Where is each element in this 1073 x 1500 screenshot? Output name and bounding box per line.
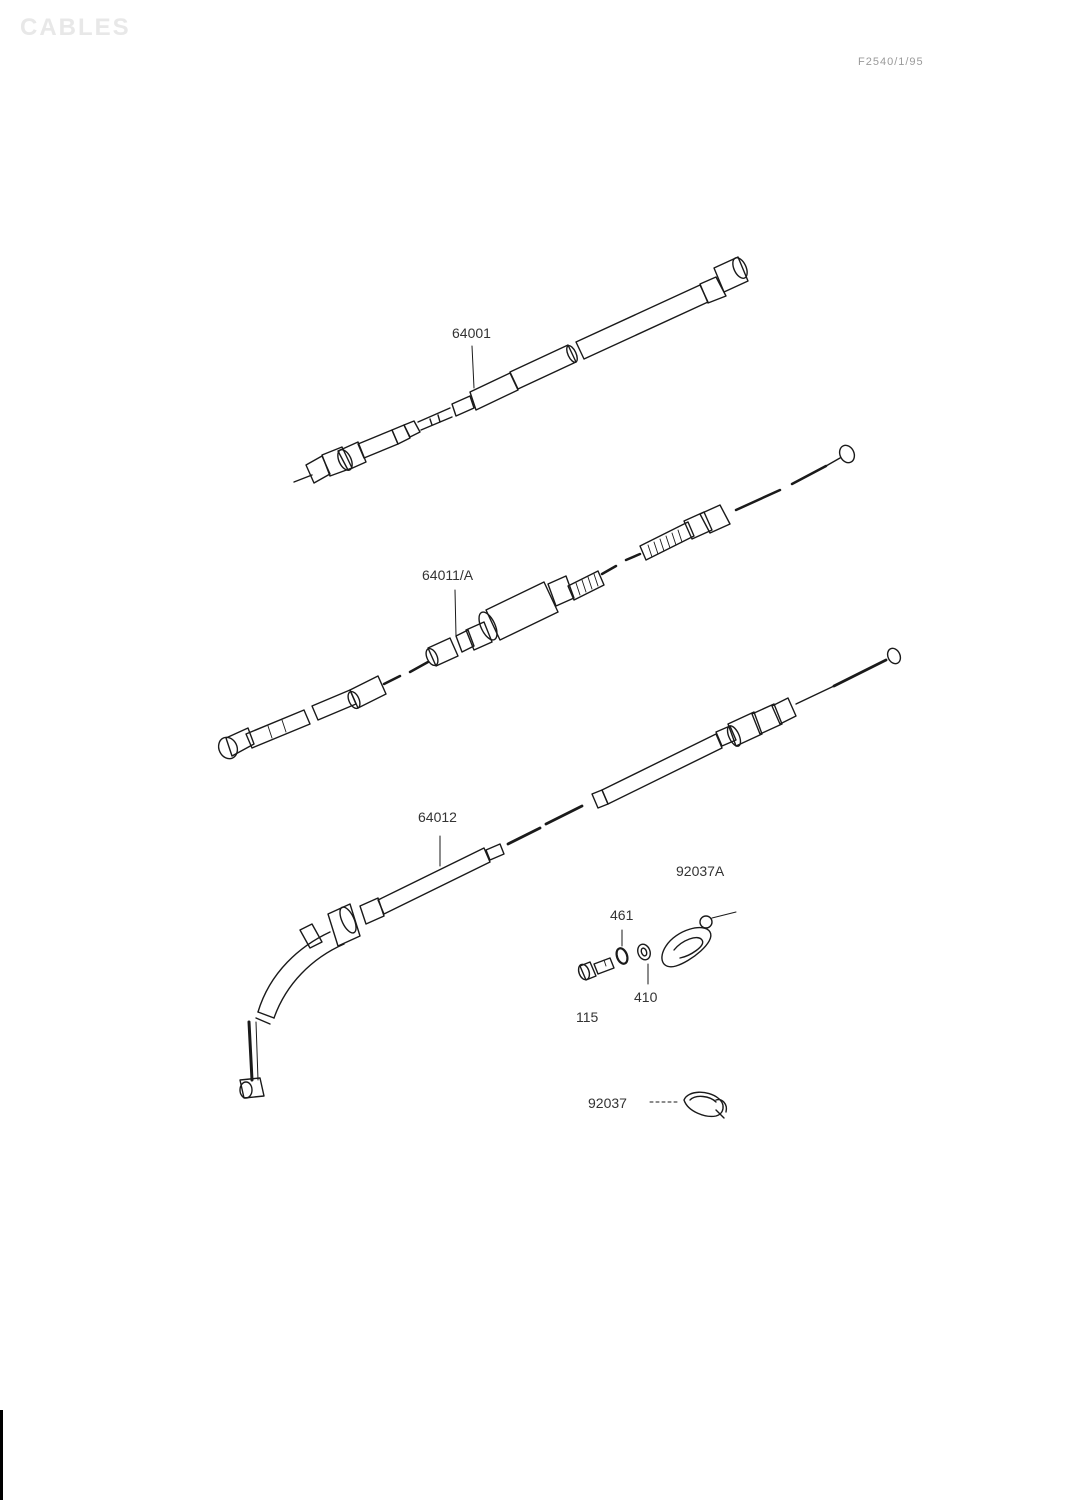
speedometer-cable [293,256,749,484]
scan-edge-mark [0,1410,3,1500]
lock-washer [637,943,651,985]
page-title: CABLES [20,14,131,41]
cable-clamp [649,1091,728,1119]
callout-labels: 64001 64011/A 64012 92037A 461 410 115 9… [418,325,725,1111]
bolt [577,957,615,981]
callout-92037: 92037 [588,1095,627,1111]
callout-64001: 64001 [452,325,491,341]
cable-clamp-a [661,911,737,968]
callout-92037a: 92037A [676,863,725,879]
clutch-cable [217,444,856,760]
callout-461: 461 [610,907,634,923]
callout-115: 115 [576,1009,599,1025]
washer [615,929,629,965]
throttle-cable [239,647,902,1099]
reference-code: F2540/1/95 [858,56,924,68]
callout-64011a: 64011/A [422,567,474,583]
callout-410: 410 [634,989,658,1005]
callout-64012: 64012 [418,809,457,825]
